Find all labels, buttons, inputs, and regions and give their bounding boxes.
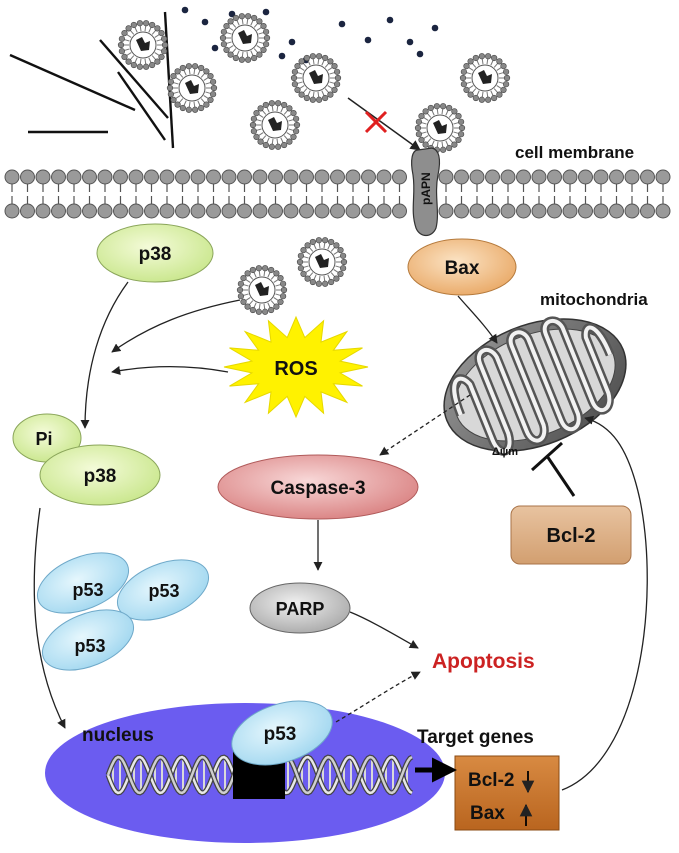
nanoparticle: [249, 100, 301, 150]
nanoparticle: [117, 20, 169, 70]
bcl2-label: Bcl-2: [547, 525, 596, 547]
papn-label: pAPN: [419, 172, 433, 205]
free-nanoparticle-dots: [181, 6, 439, 64]
p53-label-b: p53: [148, 581, 179, 601]
phospho-p38-node: [39, 444, 161, 506]
cell-membrane-label: cell membrane: [515, 143, 634, 162]
parp-label: PARP: [276, 599, 325, 619]
target-bax-label: Bax: [470, 803, 505, 824]
ros-to-p38-arrow: [111, 366, 229, 375]
bcl2-box: [510, 505, 632, 565]
target-genes-label: Target genes: [417, 727, 534, 748]
apoptosis-label: Apoptosis: [432, 650, 535, 673]
p53-label-a: p53: [72, 580, 103, 600]
nanoparticle: [296, 237, 348, 287]
bax-node: [407, 238, 517, 296]
target-to-mito-arrow: [561, 415, 648, 791]
inhibit-x-icon: [364, 110, 388, 134]
p38-label: p38: [139, 244, 172, 265]
p38-to-nucleus-arrow: [33, 507, 66, 729]
nanoparticle: [236, 265, 288, 315]
nanoparticle: [219, 13, 271, 63]
p53-bound-label: p53: [264, 724, 297, 745]
p53-cluster: p53 p53 p53: [36, 552, 210, 671]
target-bcl2-label: Bcl-2: [468, 770, 514, 791]
bcl2-inhibition-bar: [530, 441, 576, 497]
caspase3-label: Caspase-3: [270, 478, 365, 499]
nanoparticle: [166, 63, 218, 113]
nanoparticles: [117, 13, 511, 315]
p53-bound-node: [231, 700, 333, 766]
p38-to-phospho-arrow: [80, 281, 129, 429]
p53-label-c: p53: [74, 636, 105, 656]
phospho-p38-label: p38: [84, 466, 117, 487]
ros-star: [223, 315, 369, 419]
ros-label: ROS: [274, 358, 317, 380]
nanofibers: [9, 11, 175, 149]
p38-node: [96, 223, 214, 283]
parp-node: [249, 582, 351, 634]
mitochondrion: [443, 316, 627, 456]
membrane-potential-label: Δψm: [492, 446, 518, 458]
particles-to-p38-arrow: [111, 299, 241, 353]
caspase3-node: [217, 454, 419, 520]
bax-to-mito-arrow: [457, 295, 498, 344]
pi-label: Pi: [35, 429, 52, 449]
pathway-arrows: [33, 281, 648, 791]
nucleus-label: nucleus: [82, 725, 154, 746]
parp-to-apoptosis-arrow: [349, 611, 419, 649]
mitochondria-label: mitochondria: [540, 290, 648, 309]
target-genes-box: [454, 755, 560, 831]
bax-label: Bax: [445, 258, 480, 279]
nanoparticle: [290, 53, 342, 103]
nanoparticle: [414, 103, 466, 153]
cell-membrane: [4, 169, 671, 219]
nanoparticle: [459, 53, 511, 103]
p53-to-apoptosis-arrow: [335, 671, 421, 723]
papn-receptor: pAPN: [411, 147, 441, 237]
blocked-entry-arrow: [347, 97, 421, 151]
